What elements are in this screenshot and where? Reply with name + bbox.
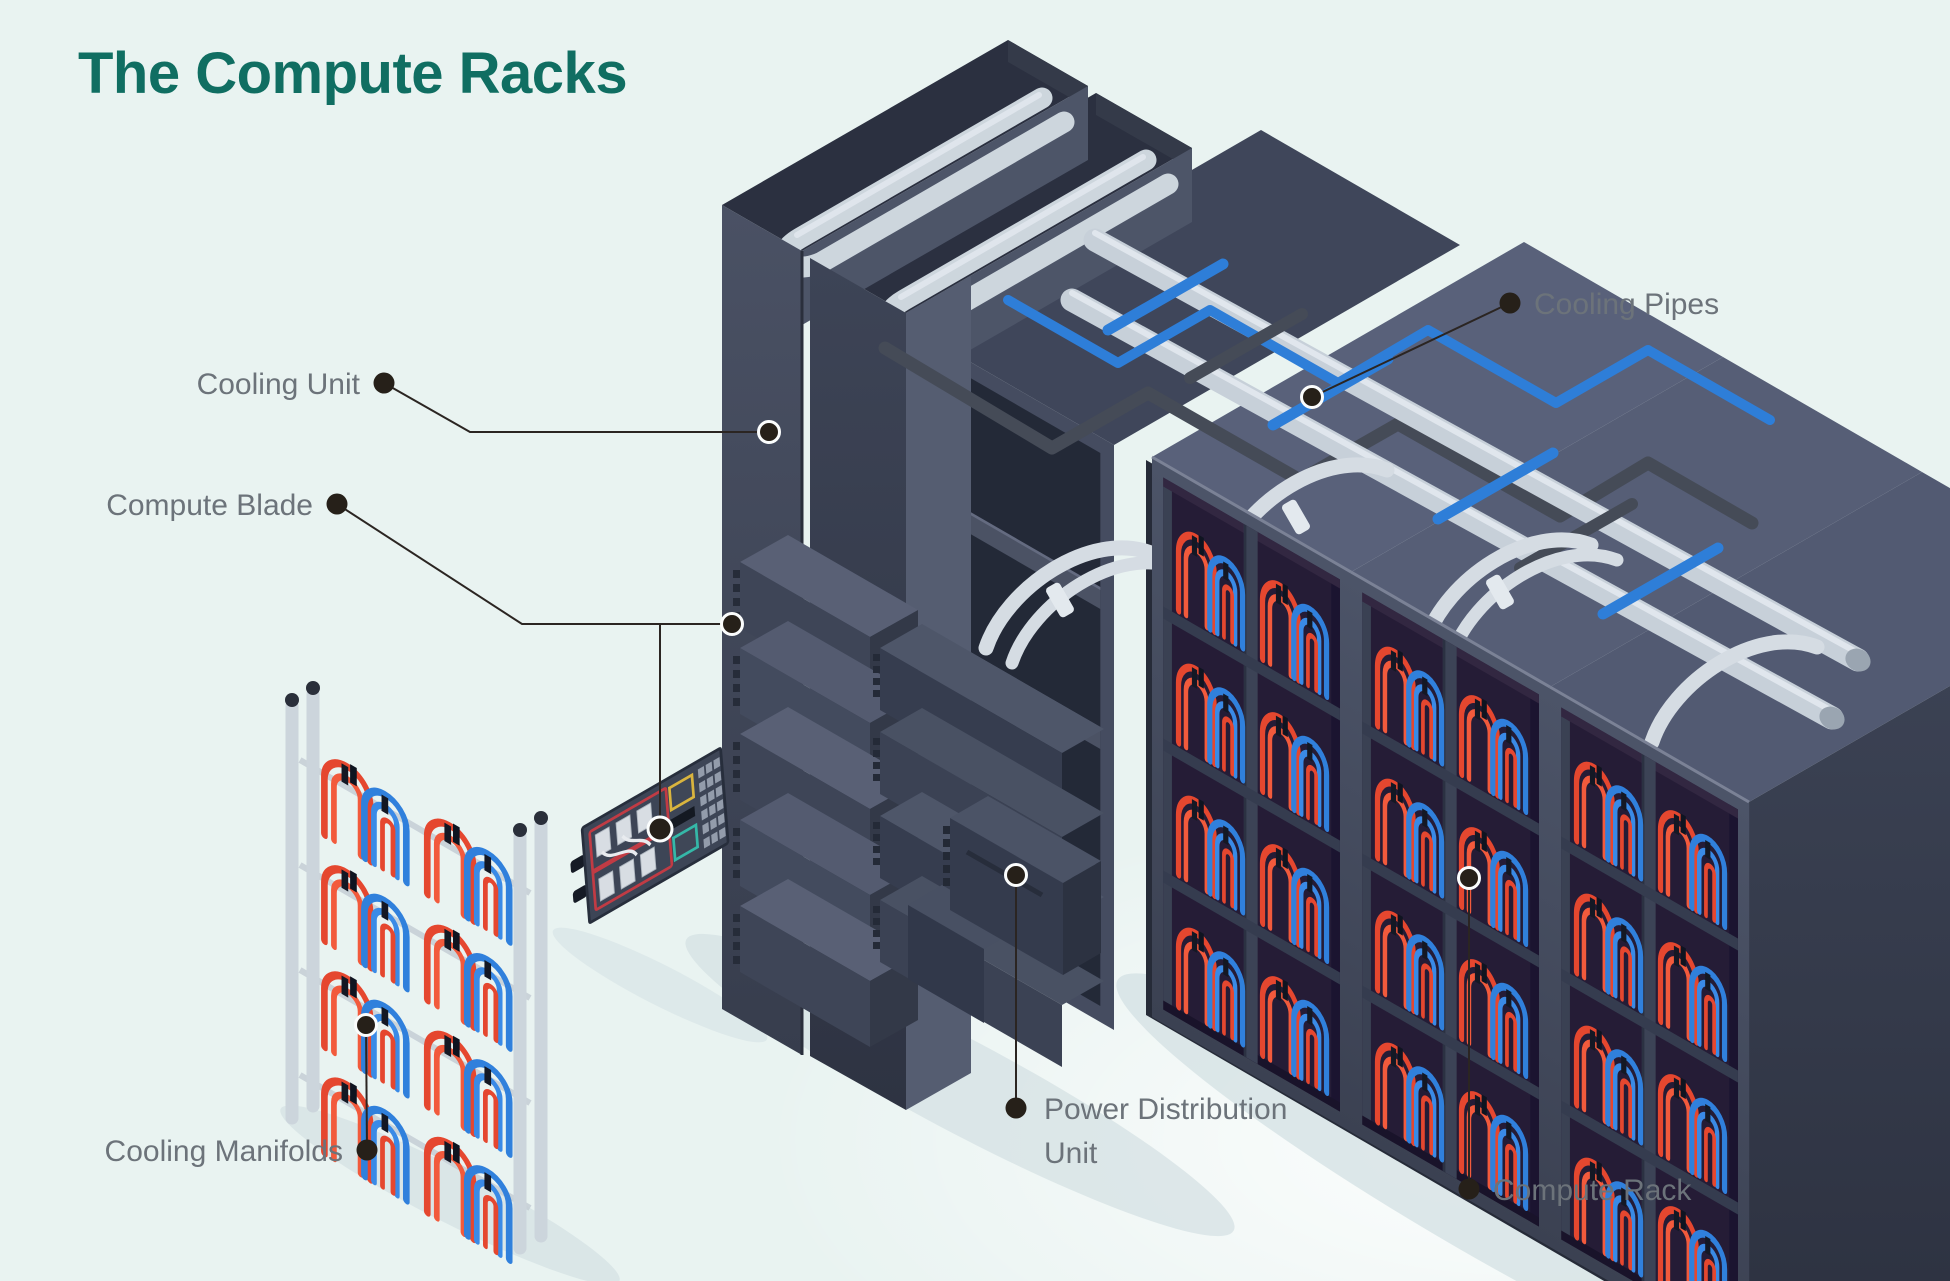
compute-rack-2 <box>1351 572 1550 1247</box>
label-power-distribution-line2: Unit <box>1044 1137 1098 1170</box>
page-title: The Compute Racks <box>78 41 627 106</box>
cooling-pipes <box>878 228 1950 853</box>
handle-bracket <box>1282 499 1310 535</box>
handle-bracket <box>1046 582 1074 618</box>
label-dot <box>373 372 395 394</box>
handle-bracket <box>1486 574 1514 610</box>
rack-top-bevels <box>1151 455 1750 804</box>
callout-compute-blade: Compute Blade <box>106 489 744 843</box>
label-dot <box>1499 292 1521 314</box>
pipe-end-cap <box>1845 648 1871 672</box>
manifold-rail-caps <box>285 681 548 837</box>
compute-rack-1 <box>1152 457 1351 1132</box>
chassis-fins <box>733 570 740 964</box>
label-cooling-pipes: Cooling Pipes <box>1534 288 1719 321</box>
chassis-fins <box>873 654 880 949</box>
label-compute-blade: Compute Blade <box>106 489 313 522</box>
target-dot <box>757 420 781 444</box>
manifold-rails <box>285 687 548 1255</box>
target-dot <box>354 1013 378 1037</box>
callout-compute-rack: Compute Rack <box>1457 866 1692 1207</box>
callouts: Cooling Unit Compute Blade Cooling Pipes… <box>105 288 1720 1207</box>
label-power-distribution-line1: Power Distribution <box>1044 1093 1287 1126</box>
label-dot <box>326 493 348 515</box>
compute-rack-side-panel <box>1749 685 1950 1281</box>
callout-power-distribution-unit: Power Distribution Unit <box>1004 863 1287 1170</box>
power-distribution-unit <box>908 796 1101 1023</box>
label-cooling-unit: Cooling Unit <box>197 368 361 401</box>
label-cooling-manifolds: Cooling Manifolds <box>105 1135 343 1168</box>
callout-cooling-unit: Cooling Unit <box>197 368 781 444</box>
target-dot <box>720 612 744 636</box>
callout-cooling-manifolds: Cooling Manifolds <box>105 1013 378 1168</box>
pdu-fins <box>943 826 950 886</box>
label-dot <box>1458 1178 1480 1200</box>
label-compute-rack: Compute Rack <box>1493 1174 1692 1207</box>
cooling-manifold <box>285 681 548 1260</box>
target-dot <box>1300 385 1324 409</box>
target-dot <box>1457 866 1481 890</box>
target-dot <box>646 815 674 843</box>
label-dot <box>356 1139 378 1161</box>
light-pipe-back <box>1083 228 1870 672</box>
pipe-end-cap <box>1819 706 1845 730</box>
label-dot <box>1005 1097 1027 1119</box>
target-dot <box>1004 863 1028 887</box>
callout-cooling-pipes: Cooling Pipes <box>1300 288 1719 409</box>
